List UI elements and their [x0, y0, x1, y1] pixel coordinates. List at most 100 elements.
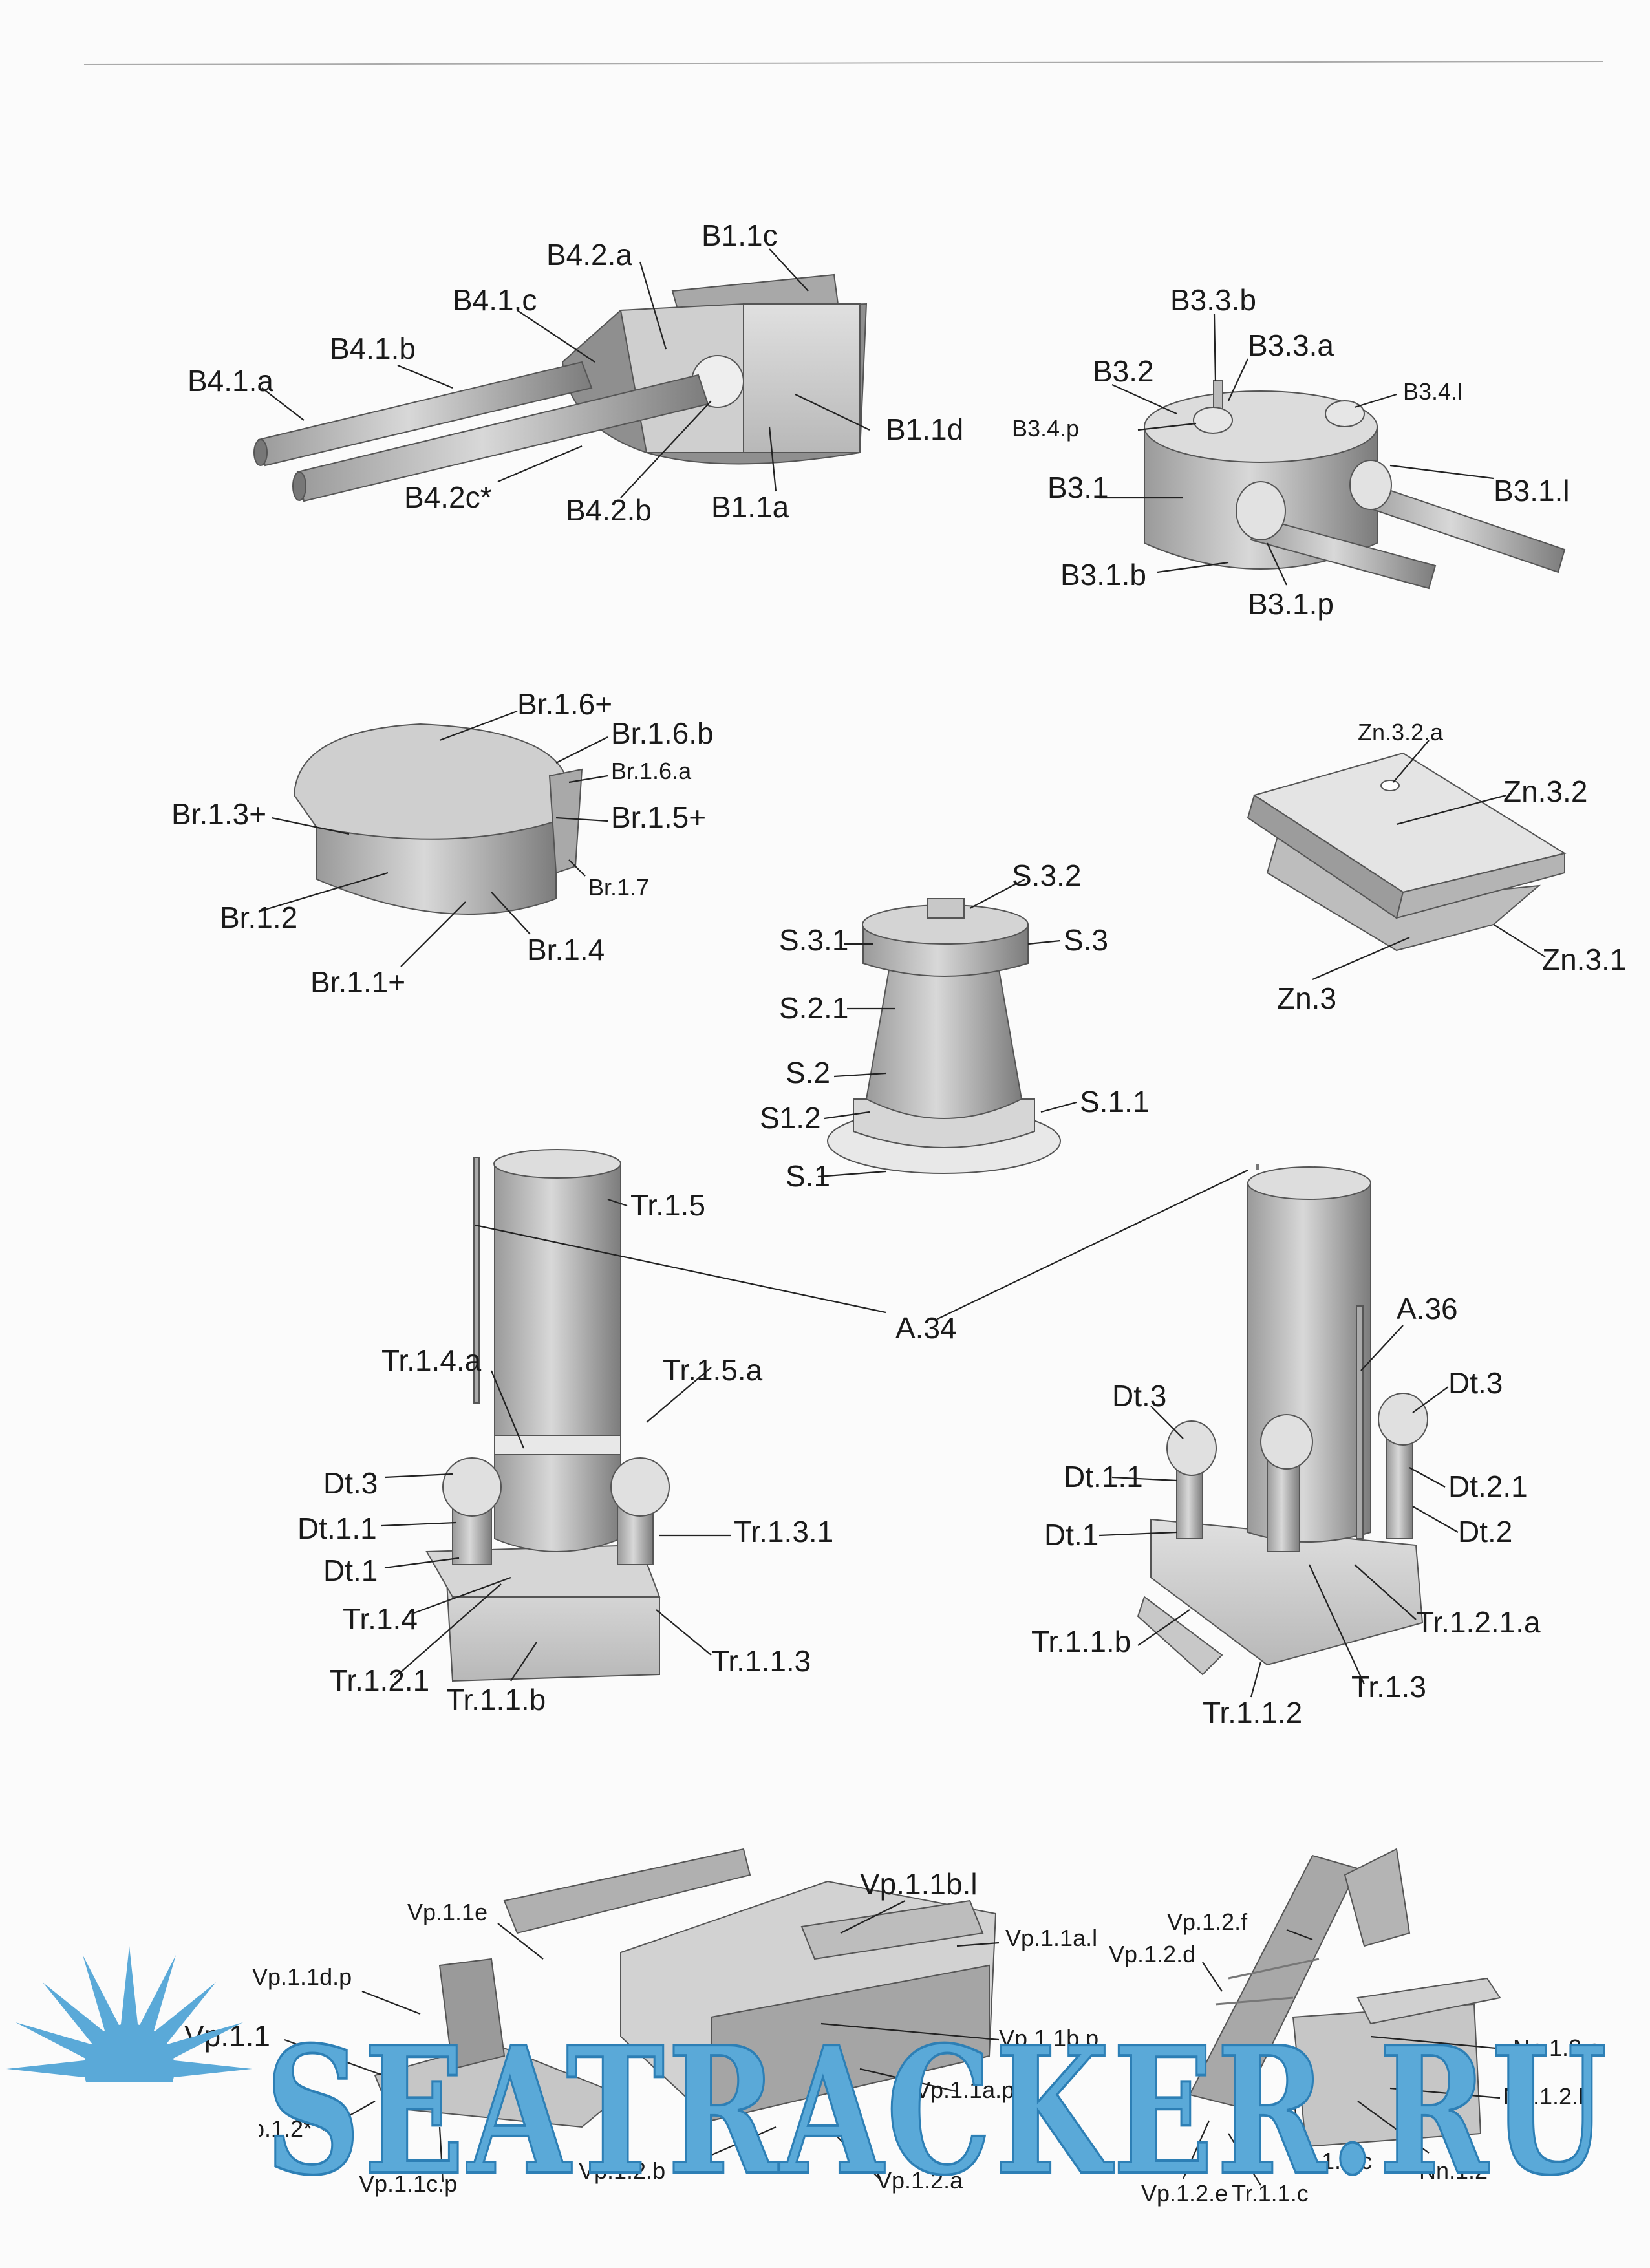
label-a-36: A.36 — [1397, 1292, 1458, 1325]
sun-burst-icon — [0, 1946, 259, 2211]
bridge-br-labels: Br.1.6+ Br.1.6.b Br.1.6.a Br.1.3+ Br.1.5… — [171, 687, 714, 999]
label-vp-1-1d-p: Vp.1.1d.p — [252, 1963, 352, 1990]
label-zn-3-2a: Zn.3.2.a — [1358, 719, 1444, 745]
funnel-rear-leaders — [937, 1170, 1459, 1698]
label-b4-2c-star: B4.2c* — [404, 480, 492, 514]
bridge-br-leaders — [258, 710, 608, 967]
label-dt-2-1: Dt.2.1 — [1448, 1470, 1528, 1503]
label-br-1-6a: Br.1.6.a — [611, 758, 692, 784]
label-nn-1-2a: Nn.1.2.a — [1513, 2035, 1602, 2061]
label-b1-1a: B1.1a — [711, 490, 789, 524]
label-zn-3-1: Zn.3.1 — [1542, 943, 1626, 976]
label-vp-1-1b-l: Vp.1.1b.l — [860, 1867, 978, 1901]
label-br-1-2: Br.1.2 — [220, 901, 297, 934]
label-br-1-5-plus: Br.1.5+ — [611, 800, 706, 834]
label-vp-1-2b: Vp.1.2.b — [579, 2157, 665, 2184]
label-tr-1-5: Tr.1.5 — [630, 1188, 705, 1222]
searchlight-s-labels: S.3.2 S.3.1 S.3 S.2.1 S.2 S1.2 S.1.1 S.1 — [760, 859, 1149, 1193]
label-b4-1b: B4.1.b — [330, 332, 416, 365]
label-br-1-3-plus: Br.1.3+ — [171, 797, 266, 831]
label-tr-1-3: Tr.1.3 — [1351, 1670, 1426, 1704]
label-br-1-1-plus: Br.1.1+ — [310, 965, 405, 999]
hatch-zn-drawing — [1247, 752, 1567, 952]
label-tr-1-4a: Tr.1.4.a — [381, 1343, 482, 1377]
label-zn-3: Zn.3 — [1277, 981, 1336, 1015]
label-b3-3a: B3.3.a — [1248, 328, 1334, 362]
label-b3-1p: B3.1.p — [1248, 587, 1334, 621]
deckhouse-vp-leaders — [284, 1900, 1000, 2183]
label-br-1-4: Br.1.4 — [527, 933, 605, 967]
label-br-1-7: Br.1.7 — [588, 874, 649, 901]
label-b3-4p: B3.4.p — [1012, 415, 1079, 442]
label-b3-2: B3.2 — [1093, 354, 1154, 388]
hatch-zn-leaders — [1312, 740, 1546, 981]
label-tr-1-1-2: Tr.1.1.2 — [1203, 1696, 1302, 1729]
label-vp-1-2a: Vp.1.2.a — [876, 2167, 963, 2194]
mast-nn-leaders — [1182, 1929, 1510, 2186]
page-top-rule — [83, 61, 1604, 65]
label-br-1-6b: Br.1.6.b — [611, 716, 714, 750]
turret-b4-drawing — [253, 273, 868, 502]
label-tr-1-4: Tr.1.4 — [343, 1602, 418, 1636]
label-tr-1-5a: Tr.1.5.a — [663, 1353, 763, 1387]
label-vp-1-1a-p: Vp.1.1a.p — [915, 2077, 1014, 2103]
label-b3-4l: B3.4.l — [1403, 378, 1462, 405]
label-s-3-2: S.3.2 — [1012, 859, 1081, 892]
label-vp-1-1b-p: Vp.1.1b.p — [999, 2025, 1098, 2051]
turret-b4-labels: B1.1c B4.2.a B4.1.c B4.1.b B4.1.a B1.1d … — [188, 219, 963, 527]
turret-b3-labels: B3.3.b B3.3.a B3.2 B3.4.l B3.4.p B3.1 B3… — [1012, 283, 1570, 621]
label-s-2-1: S.2.1 — [779, 991, 848, 1025]
funnel-rear-labels: A.36 Dt.3 Dt.3 Dt.1.1 Dt.2.1 Dt.1 Dt.2 T… — [1031, 1292, 1541, 1729]
turret-b4-leaders — [261, 248, 870, 498]
label-b3-1: B3.1 — [1047, 471, 1109, 504]
mast-nn-labels: Vp.1.2.f Vp.1.2.d Nn.1.2.a Nn.1.2.b Vp.1… — [1109, 1909, 1602, 2207]
searchlight-s-drawing — [827, 898, 1061, 1174]
label-b4-1a: B4.1.a — [188, 364, 273, 398]
label-vp-1-1e: Vp.1.1e — [407, 1899, 488, 1925]
funnel-front-leaders — [381, 1198, 886, 1682]
label-zn-3-2: Zn.3.2 — [1503, 775, 1587, 808]
label-b3-1b: B3.1.b — [1060, 558, 1146, 592]
label-dt-1-1-rear: Dt.1.1 — [1064, 1460, 1143, 1493]
label-tr-1-3-1: Tr.1.3.1 — [734, 1515, 833, 1548]
label-b4-1c: B4.1.c — [453, 283, 537, 317]
label-b4-2a: B4.2.a — [546, 238, 632, 272]
searchlight-s-leaders — [817, 879, 1077, 1178]
label-tr-1-1b-rear: Tr.1.1.b — [1031, 1625, 1131, 1658]
label-s-1: S.1 — [786, 1159, 830, 1193]
label-br-1-6-plus: Br.1.6+ — [517, 687, 612, 721]
funnel-front-labels: Tr.1.5 A.34 Tr.1.4.a Tr.1.5.a Dt.3 Dt.1.… — [297, 1188, 957, 1717]
label-nn-1-2b: Nn.1.2.b — [1503, 2083, 1591, 2110]
funnel-rear-drawing — [1137, 1164, 1428, 1676]
label-b3-3b: B3.3.b — [1170, 283, 1256, 317]
label-b4-2b: B4.2.b — [566, 493, 652, 527]
label-nn-1-2: Nn.1.2 — [1419, 2157, 1488, 2184]
label-s1-2: S1.2 — [760, 1101, 821, 1135]
label-s-1-1: S.1.1 — [1080, 1085, 1149, 1118]
label-a-34: A.34 — [895, 1311, 957, 1345]
turret-b3-leaders — [1099, 313, 1494, 586]
bridge-br-drawing — [293, 723, 583, 915]
label-dt-3-rear-left: Dt.3 — [1112, 1379, 1166, 1413]
label-dt-1-rear: Dt.1 — [1044, 1518, 1098, 1552]
label-vp-1-2e: Vp.1.2.e — [1141, 2180, 1228, 2207]
label-tr-1-2-1: Tr.1.2.1 — [330, 1664, 429, 1697]
turret-b3-drawing — [1144, 380, 1566, 590]
label-tr-1-1-3: Tr.1.1.3 — [711, 1644, 811, 1678]
label-vp-1-1a-l: Vp.1.1a.l — [1005, 1925, 1097, 1951]
hatch-zn-labels: Zn.3.2.a Zn.3.2 Zn.3 Zn.3.1 — [1277, 719, 1626, 1015]
label-b3-1l: B3.1.l — [1494, 474, 1570, 508]
label-tr-1-1b-front: Tr.1.1.b — [446, 1683, 546, 1717]
label-b1-1d: B1.1d — [886, 412, 963, 446]
label-s-2: S.2 — [786, 1056, 830, 1089]
label-tr-1-2-1a: Tr.1.2.1.a — [1416, 1605, 1541, 1639]
label-tr-1-1c: Tr.1.1.c — [1232, 2180, 1309, 2207]
label-dt-1-front: Dt.1 — [323, 1554, 378, 1587]
deckhouse-vp-drawing — [374, 1848, 997, 2128]
label-s-3-1: S.3.1 — [779, 923, 848, 957]
label-vp-1-1c-p: Vp.1.1c.p — [359, 2170, 457, 2197]
watermark-text: SEATRACKER.RU — [265, 2008, 1610, 2214]
label-dt-2: Dt.2 — [1458, 1515, 1512, 1548]
label-dt-3-rear-right: Dt.3 — [1448, 1366, 1503, 1400]
